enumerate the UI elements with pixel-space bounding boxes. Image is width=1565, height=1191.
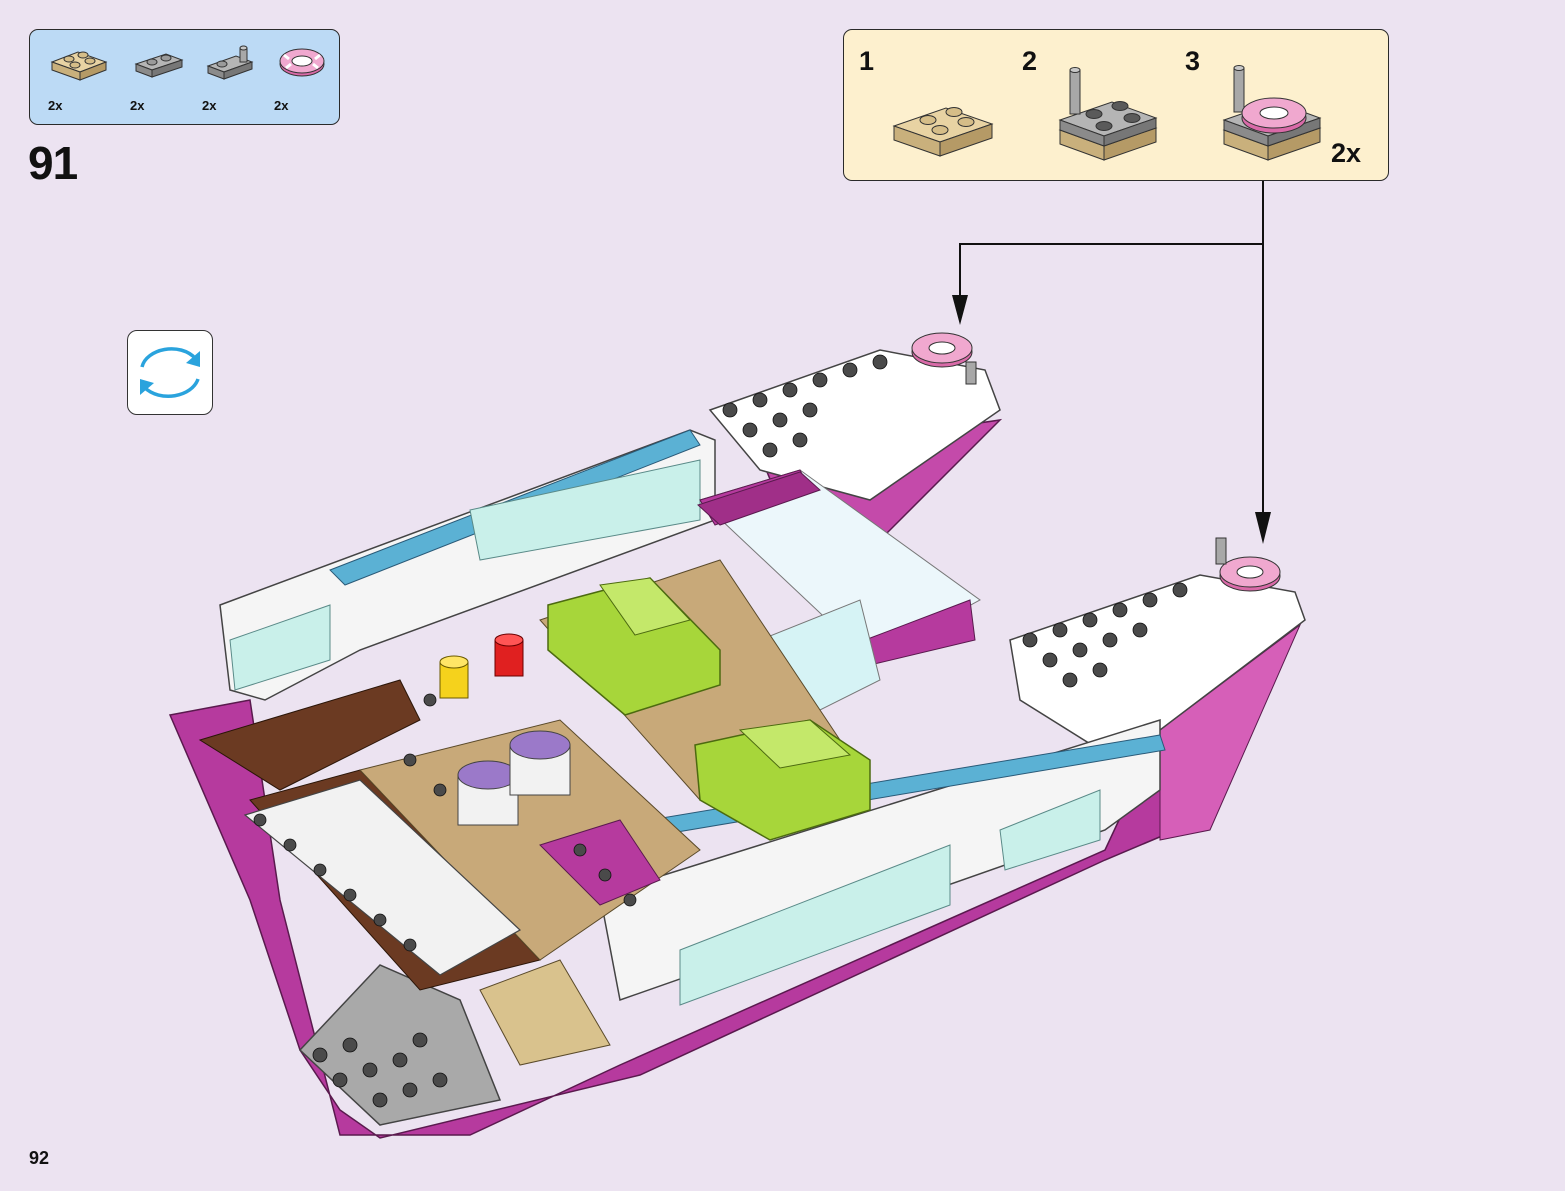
sub-step-1-tan-plate-icon <box>892 107 994 157</box>
sub-assembly-callout: 1 2 3 2x <box>843 29 1389 181</box>
gray-clip-plate-icon <box>206 45 254 80</box>
step-number: 91 <box>28 137 78 189</box>
front-trim <box>539 819 661 906</box>
part-gray-plate-clip: 2x <box>202 40 266 113</box>
cabin-roof-trim <box>697 471 821 526</box>
sub-step-number: 2 <box>1022 46 1038 76</box>
bar-stools <box>457 730 571 826</box>
gray-plate-icon <box>134 53 184 78</box>
arrow-head <box>952 295 968 325</box>
sub-step-number: 3 <box>1185 46 1201 76</box>
part-gray-plate-1x2: 2x <box>130 40 194 113</box>
part-quantity: 2x <box>48 98 63 113</box>
part-pink-life-ring: 2x <box>274 40 338 113</box>
part-quantity: 2x <box>274 98 289 113</box>
parts-list-callout: 2x 2x 2x 2x <box>29 29 340 125</box>
page-number: 92 <box>29 1148 50 1168</box>
tan-plate-icon <box>50 51 108 81</box>
bow-life-rings <box>911 332 1281 592</box>
part-quantity: 2x <box>202 98 217 113</box>
rotate-model-icon <box>127 330 213 415</box>
sub-step-number: 1 <box>859 46 875 76</box>
sub-assembly-multiplier: 2x <box>1331 138 1362 168</box>
sub-step-2-plate-stack-icon <box>1058 67 1158 161</box>
deck-studs <box>253 354 1188 1108</box>
part-quantity: 2x <box>130 98 145 113</box>
sub-step-3-life-ring-stack-icon <box>1222 65 1322 161</box>
part-tan-plate-2x2: 2x <box>48 40 112 113</box>
cups <box>439 633 524 699</box>
lime-sofas <box>547 577 871 841</box>
arrow-head <box>1255 512 1271 544</box>
life-ring-icon <box>279 48 325 77</box>
placement-arrows <box>959 181 1264 515</box>
